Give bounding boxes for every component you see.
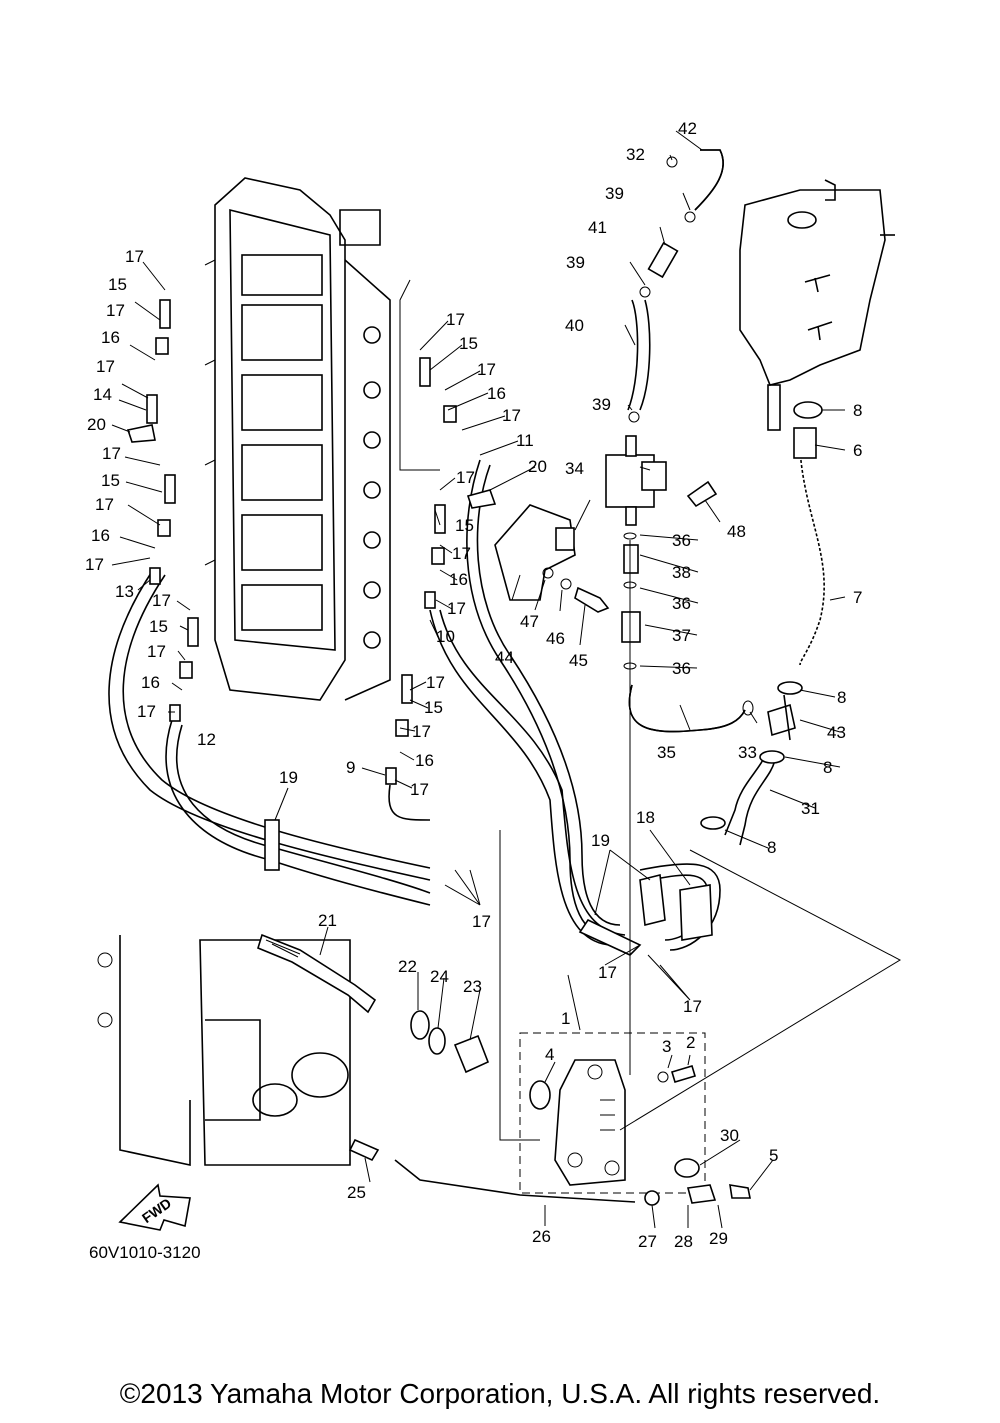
callout-17: 17 xyxy=(477,360,496,379)
callout-27: 27 xyxy=(638,1232,657,1251)
callout-8: 8 xyxy=(853,401,862,420)
callout-8: 8 xyxy=(837,688,846,707)
callout-31: 31 xyxy=(801,799,820,818)
callout-labels: 17 15 17 16 17 14 20 17 15 17 16 17 13 1… xyxy=(85,119,862,1251)
callout-16: 16 xyxy=(141,673,160,692)
callout-15: 15 xyxy=(455,516,474,535)
callout-6: 6 xyxy=(853,441,862,460)
callout-24: 24 xyxy=(430,967,449,986)
fittings-and-clamps xyxy=(126,156,823,956)
callout-22: 22 xyxy=(398,957,417,976)
callout-17: 17 xyxy=(125,247,144,266)
callout-38: 38 xyxy=(672,563,691,582)
callout-13: 13 xyxy=(115,582,134,601)
callout-17: 17 xyxy=(96,357,115,376)
cylinder-block-drawing xyxy=(204,177,391,701)
diagram-code: 60V1010-3120 xyxy=(89,1243,201,1262)
callout-39: 39 xyxy=(566,253,585,272)
callout-17: 17 xyxy=(683,997,702,1016)
callout-35: 35 xyxy=(657,743,676,762)
callout-15: 15 xyxy=(459,334,478,353)
callout-11: 11 xyxy=(516,431,534,450)
callout-47: 47 xyxy=(520,612,539,631)
callout-28: 28 xyxy=(674,1232,693,1251)
callout-20: 20 xyxy=(528,457,547,476)
callout-17: 17 xyxy=(447,599,466,618)
callout-5: 5 xyxy=(769,1146,778,1165)
callout-36: 36 xyxy=(672,531,691,550)
callout-17: 17 xyxy=(106,301,125,320)
callout-20: 20 xyxy=(87,415,106,434)
callout-16: 16 xyxy=(91,526,110,545)
callout-17: 17 xyxy=(598,963,617,982)
callout-17: 17 xyxy=(502,406,521,425)
callout-21: 21 xyxy=(318,911,337,930)
callout-34: 34 xyxy=(565,459,584,478)
callout-3: 3 xyxy=(662,1037,671,1056)
leader-lines xyxy=(111,130,902,1229)
callout-36: 36 xyxy=(672,594,691,613)
callout-17: 17 xyxy=(412,722,431,741)
callout-46: 46 xyxy=(546,629,565,648)
callout-8: 8 xyxy=(823,758,832,777)
callout-17: 17 xyxy=(426,673,445,692)
callout-32: 32 xyxy=(626,145,645,164)
callout-17: 17 xyxy=(456,468,475,487)
copyright-notice: ©2013 Yamaha Motor Corporation, U.S.A. A… xyxy=(119,1378,881,1409)
callout-1: 1 xyxy=(561,1009,570,1028)
callout-17: 17 xyxy=(95,495,114,514)
callout-17: 17 xyxy=(410,780,429,799)
callout-7: 7 xyxy=(853,588,862,607)
oil-tank-drawing xyxy=(739,179,895,431)
callout-16: 16 xyxy=(487,384,506,403)
callout-42: 42 xyxy=(678,119,697,138)
callout-16: 16 xyxy=(415,751,434,770)
callout-26: 26 xyxy=(532,1227,551,1246)
callout-39: 39 xyxy=(605,184,624,203)
callout-37: 37 xyxy=(672,626,691,645)
callout-15: 15 xyxy=(424,698,443,717)
callout-14: 14 xyxy=(93,385,112,404)
callout-17: 17 xyxy=(152,591,171,610)
callout-30: 30 xyxy=(720,1126,739,1145)
callout-19: 19 xyxy=(591,831,610,850)
callout-17: 17 xyxy=(472,912,491,931)
callout-2: 2 xyxy=(686,1033,695,1052)
callout-33: 33 xyxy=(738,743,757,762)
callout-8: 8 xyxy=(767,838,776,857)
callout-17: 17 xyxy=(137,702,156,721)
callout-17: 17 xyxy=(85,555,104,574)
callout-25: 25 xyxy=(347,1183,366,1202)
callout-19: 19 xyxy=(279,768,298,787)
oil-pump-parts-diagram: 17 15 17 16 17 14 20 17 15 17 16 17 13 1… xyxy=(85,119,902,1262)
callout-36: 36 xyxy=(672,659,691,678)
callout-40: 40 xyxy=(565,316,584,335)
callout-44: 44 xyxy=(495,648,514,667)
callout-17: 17 xyxy=(147,642,166,661)
callout-39: 39 xyxy=(592,395,611,414)
callout-15: 15 xyxy=(108,275,127,294)
callout-45: 45 xyxy=(569,651,588,670)
callout-15: 15 xyxy=(149,617,168,636)
callout-9: 9 xyxy=(346,758,355,777)
pump-drive-section xyxy=(97,933,751,1231)
callout-17: 17 xyxy=(452,544,471,563)
callout-48: 48 xyxy=(727,522,746,541)
callout-18: 18 xyxy=(636,808,655,827)
callout-23: 23 xyxy=(463,977,482,996)
callout-17: 17 xyxy=(102,444,121,463)
callout-29: 29 xyxy=(709,1229,728,1248)
callout-15: 15 xyxy=(101,471,120,490)
callout-43: 43 xyxy=(827,723,846,742)
callout-4: 4 xyxy=(545,1045,554,1064)
callout-10: 10 xyxy=(436,627,455,646)
callout-12: 12 xyxy=(197,730,216,749)
callout-41: 41 xyxy=(588,218,607,237)
callout-17: 17 xyxy=(446,310,465,329)
callout-16: 16 xyxy=(449,570,468,589)
callout-16: 16 xyxy=(101,328,120,347)
